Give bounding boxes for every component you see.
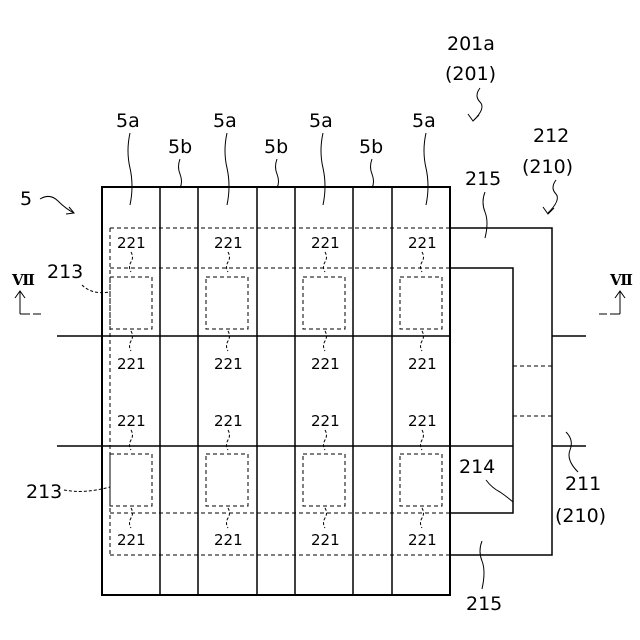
label-221: 221 <box>117 531 146 549</box>
label-212: 212 <box>533 125 569 147</box>
label-201a: 201a <box>447 33 495 55</box>
label-5a: 5a <box>412 110 436 132</box>
label-5b: 5b <box>264 136 288 158</box>
label-210-bottom: (210) <box>555 505 606 527</box>
label-213-lower-group: 213 <box>26 481 110 503</box>
element-5-strips <box>102 187 450 595</box>
label-211: 211 <box>565 473 601 495</box>
leader-215-bottom <box>480 541 484 589</box>
label-5: 5 <box>20 188 32 210</box>
label-5b: 5b <box>168 136 192 158</box>
label-221: 221 <box>214 412 243 430</box>
label-221: 221 <box>311 355 340 373</box>
leader-214 <box>486 480 513 502</box>
frame-215-outer <box>450 228 552 555</box>
label-221: 221 <box>311 234 340 252</box>
label-221: 221 <box>117 234 146 252</box>
leader-221 <box>421 430 424 450</box>
leader-221 <box>130 508 133 528</box>
element-213-box <box>303 454 345 506</box>
label-215-bottom: 215 <box>466 593 502 615</box>
label-5a: 5a <box>116 110 140 132</box>
element-213-box <box>206 277 248 329</box>
label-5b: 5b <box>359 136 383 158</box>
leader-5a <box>424 133 428 205</box>
leader-221 <box>324 430 327 450</box>
leader-221 <box>324 508 327 528</box>
strip-labels: 5a 5a 5a 5a 5b 5b 5b <box>116 110 436 205</box>
leader-221 <box>421 331 424 351</box>
element-5-outline <box>102 187 450 595</box>
leader-221 <box>324 331 327 351</box>
label-214-group: 214 <box>459 456 513 502</box>
leader-221 <box>227 252 230 272</box>
section-mark-left-label: Ⅶ <box>11 271 35 289</box>
leader-212 <box>548 180 557 213</box>
label-212-group: 212 (210) <box>522 125 573 214</box>
label-221: 221 <box>408 412 437 430</box>
element-213-box <box>206 454 248 506</box>
label-221: 221 <box>214 355 243 373</box>
leader-5b <box>276 159 279 188</box>
leader-5a <box>128 133 132 205</box>
label-5-group: 5 <box>20 188 74 214</box>
leader-5b <box>179 159 182 188</box>
leader-221 <box>227 430 230 450</box>
leader-221 <box>421 508 424 528</box>
leader-211 <box>566 432 578 472</box>
labels-221: 221 221 221 221 221 221 221 221 221 221 … <box>117 234 437 549</box>
element-213-box <box>110 454 152 506</box>
arrow-head-201a <box>468 114 479 121</box>
leader-215-top <box>483 192 487 238</box>
leader-5a <box>225 133 229 205</box>
label-210-top: (210) <box>522 156 573 178</box>
label-221: 221 <box>408 355 437 373</box>
label-221: 221 <box>214 531 243 549</box>
leader-221 <box>130 252 133 272</box>
section-mark-right-label: Ⅶ <box>609 271 633 289</box>
leader-221 <box>421 252 424 272</box>
label-221: 221 <box>117 412 146 430</box>
label-213-upper: 213 <box>47 261 83 283</box>
label-221: 221 <box>311 531 340 549</box>
leader-5 <box>40 196 74 213</box>
label-5a: 5a <box>309 110 333 132</box>
label-221: 221 <box>214 234 243 252</box>
label-215-bottom-group: 215 <box>466 541 502 615</box>
leader-221 <box>130 430 133 450</box>
element-213-box <box>400 277 442 329</box>
label-221: 221 <box>311 412 340 430</box>
label-221: 221 <box>408 234 437 252</box>
leader-221 <box>130 331 133 351</box>
element-213-box <box>400 454 442 506</box>
label-215-top: 215 <box>465 168 501 190</box>
label-5a: 5a <box>213 110 237 132</box>
leader-5a <box>321 133 325 205</box>
leader-201a <box>474 88 482 120</box>
leader-221 <box>324 252 327 272</box>
frame-212-215 <box>450 228 552 555</box>
leader-213-upper <box>82 285 110 293</box>
leader-213-lower <box>64 487 110 491</box>
label-213-lower: 213 <box>26 481 62 503</box>
label-213-upper-group: 213 <box>47 261 110 293</box>
label-221: 221 <box>408 531 437 549</box>
leader-221 <box>227 508 230 528</box>
section-mark-left: Ⅶ <box>11 271 41 314</box>
label-201a-group: 201a (201) <box>445 33 496 121</box>
dashed-rows <box>110 228 450 555</box>
element-213-box <box>303 277 345 329</box>
label-214: 214 <box>459 456 495 478</box>
label-221: 221 <box>117 355 146 373</box>
label-201: (201) <box>445 63 496 85</box>
section-mark-right: Ⅶ <box>599 271 633 314</box>
leader-5b <box>371 159 374 188</box>
element-213-box <box>110 277 152 329</box>
leader-221 <box>227 331 230 351</box>
